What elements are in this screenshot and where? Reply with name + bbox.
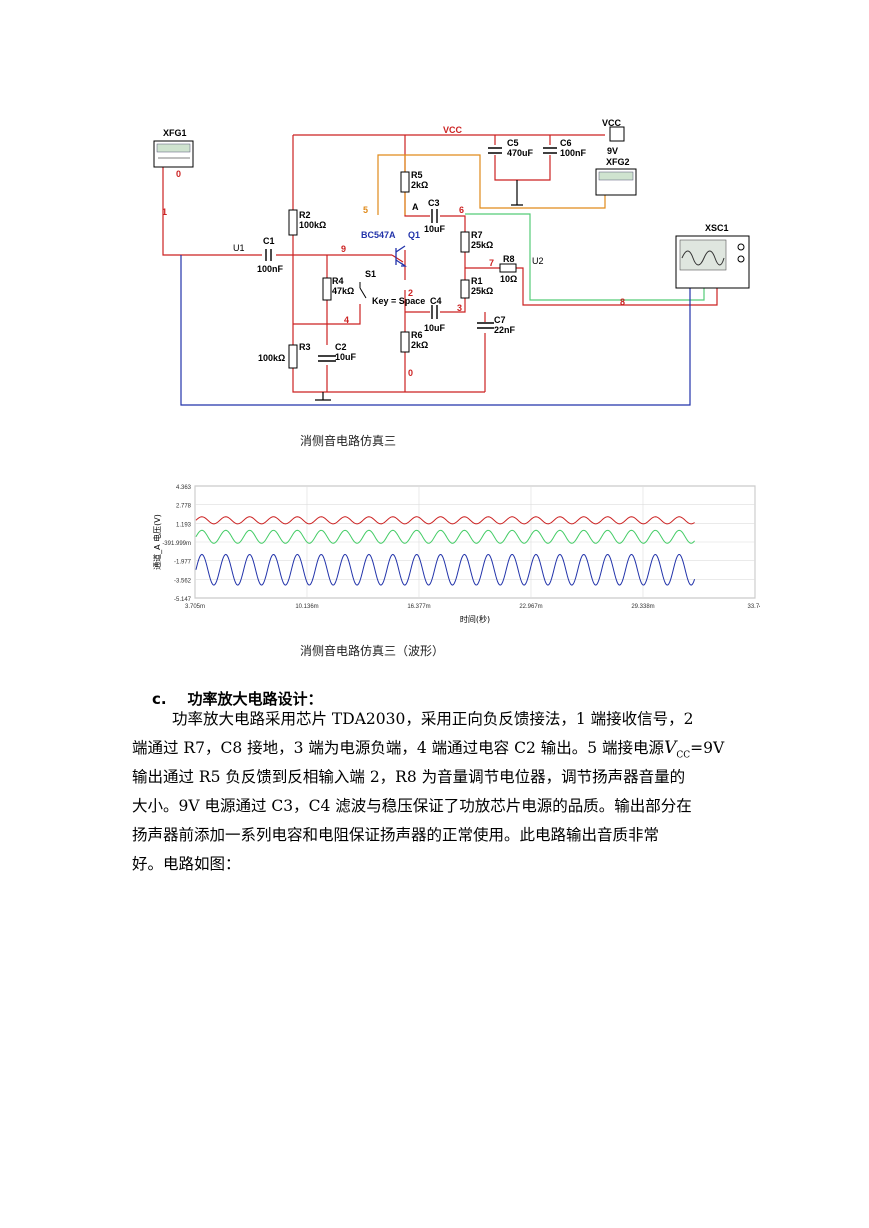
svg-text:0: 0: [408, 368, 413, 378]
x-tick-label: 10.136m: [295, 604, 318, 610]
y-tick-label: -391.999m: [162, 541, 191, 547]
svg-text:U2: U2: [532, 256, 544, 266]
waveform-caption: 消侧音电路仿真三（波形）: [300, 644, 445, 658]
svg-text:2: 2: [408, 288, 413, 298]
section-title: 功率放大电路设计：: [187, 690, 323, 708]
svg-text:100nF: 100nF: [257, 264, 284, 274]
svg-text:7: 7: [489, 258, 494, 268]
y-axis-label: 通道_A 电压(V): [152, 514, 162, 570]
series-line-2: [195, 553, 696, 586]
x-tick-label: 29.338m: [631, 604, 654, 610]
svg-text:Q1: Q1: [408, 230, 420, 240]
svg-text:VCC: VCC: [443, 125, 463, 135]
svg-text:4: 4: [344, 315, 349, 325]
waveform-chart: 4.363 2.778 1.193 -391.999m -1.977 -3.562 -5.1…: [152, 485, 760, 624]
svg-text:10Ω: 10Ω: [500, 274, 517, 284]
svg-text:5: 5: [363, 205, 368, 215]
circuit-caption: 消侧音电路仿真三: [300, 434, 397, 448]
svg-text:47kΩ: 47kΩ: [332, 286, 354, 296]
x-axis-label: 时间(秒): [460, 614, 490, 624]
svg-text:C1: C1: [263, 236, 275, 246]
svg-text:Key = Space: Key = Space: [372, 296, 425, 306]
svg-text:XFG2: XFG2: [606, 157, 630, 167]
svg-text:R8: R8: [503, 254, 515, 264]
y-tick-label: -1.977: [174, 560, 192, 566]
svg-text:100nF: 100nF: [560, 148, 587, 158]
svg-text:U1: U1: [233, 243, 245, 253]
svg-text:BC547A: BC547A: [361, 230, 396, 240]
y-tick-label: 2.778: [176, 504, 192, 510]
series-line-0: [195, 516, 695, 525]
svg-text:3: 3: [457, 303, 462, 313]
svg-text:S1: S1: [365, 269, 376, 279]
x-tick-label: 3.705m: [185, 604, 205, 610]
para-line-6: 好。电路如图：: [132, 855, 241, 873]
x-tick-label: 33.74: [747, 604, 760, 610]
svg-text:25kΩ: 25kΩ: [471, 286, 493, 296]
svg-text:C4: C4: [430, 296, 442, 306]
svg-text:C3: C3: [428, 198, 440, 208]
svg-text:VCC: VCC: [602, 118, 622, 128]
para-line-2-text: 端通过 R7，C8 接地，3 端为电源负端，4 端通过电容 C2 输出。5 端接…: [132, 739, 665, 757]
svg-text:10uF: 10uF: [424, 323, 446, 333]
y-tick-label: -3.562: [174, 578, 192, 584]
para-line-2: 端通过 R7，C8 接地，3 端为电源负端，4 端通过电容 C2 输出。5 端接…: [132, 734, 724, 770]
svg-text:XSC1: XSC1: [705, 223, 729, 233]
function-generator-xfg2[interactable]: XFG2: [595, 157, 637, 196]
section-marker: c.: [152, 690, 167, 708]
svg-text:8: 8: [620, 297, 625, 307]
svg-text:R3: R3: [299, 342, 311, 352]
function-generator-xfg1[interactable]: XFG1: [153, 128, 194, 168]
circuit-schematic: XFG1 XFG2 VCC 9V XSC1 VCC C5 470uF C6 10…: [153, 118, 750, 406]
svg-text:6: 6: [459, 205, 464, 215]
svg-text:9: 9: [341, 244, 346, 254]
svg-text:10uF: 10uF: [335, 352, 357, 362]
svg-text:2kΩ: 2kΩ: [411, 340, 428, 350]
svg-text:R6: R6: [411, 330, 423, 340]
section-heading: c. 功率放大电路设计：: [152, 688, 323, 709]
svg-text:9V: 9V: [607, 146, 618, 156]
svg-text:2kΩ: 2kΩ: [411, 180, 428, 190]
svg-text:100kΩ: 100kΩ: [299, 220, 326, 230]
y-tick-label: -5.147: [174, 597, 192, 603]
svg-text:C2: C2: [335, 342, 347, 352]
svg-text:1: 1: [162, 207, 167, 217]
svg-text:22nF: 22nF: [494, 325, 516, 335]
svg-text:R1: R1: [471, 276, 483, 286]
svg-text:C5: C5: [507, 138, 519, 148]
y-tick-label: 4.363: [176, 485, 192, 491]
y-tick-label: 1.193: [176, 522, 192, 528]
oscilloscope-xsc1[interactable]: XSC1: [675, 223, 750, 289]
para-line-1: 功率放大电路采用芯片 TDA2030，采用正向负反馈接法，1 端接收信号，2: [172, 710, 694, 728]
svg-text:100kΩ: 100kΩ: [258, 353, 285, 363]
vcc-value: =9V: [690, 739, 725, 757]
x-tick-label: 22.967m: [519, 604, 542, 610]
x-tick-label: 16.377m: [407, 604, 430, 610]
para-line-3: 输出通过 R5 负反馈到反相输入端 2，R8 为音量调节电位器，调节扬声器音量的: [132, 768, 686, 786]
svg-text:C7: C7: [494, 315, 506, 325]
svg-text:C6: C6: [560, 138, 572, 148]
para-line-4: 大小。9V 电源通过 C3，C4 滤波与稳压保证了功放芯片电源的品质。输出部分在: [132, 797, 692, 815]
svg-text:R5: R5: [411, 170, 423, 180]
svg-text:A: A: [412, 202, 419, 212]
vcc-source[interactable]: VCC 9V: [602, 118, 625, 156]
svg-text:R7: R7: [471, 230, 483, 240]
para-line-5: 扬声器前添加一系列电容和电阻保证扬声器的正常使用。此电路输出音质非常: [132, 826, 660, 844]
svg-text:R4: R4: [332, 276, 344, 286]
vcc-symbol: VCC: [664, 738, 691, 761]
svg-text:470uF: 470uF: [507, 148, 534, 158]
svg-text:R2: R2: [299, 210, 311, 220]
series-line-1: [195, 529, 695, 544]
svg-text:25kΩ: 25kΩ: [471, 240, 493, 250]
svg-text:0: 0: [176, 169, 181, 179]
svg-text:10uF: 10uF: [424, 224, 446, 234]
svg-text:XFG1: XFG1: [163, 128, 187, 138]
